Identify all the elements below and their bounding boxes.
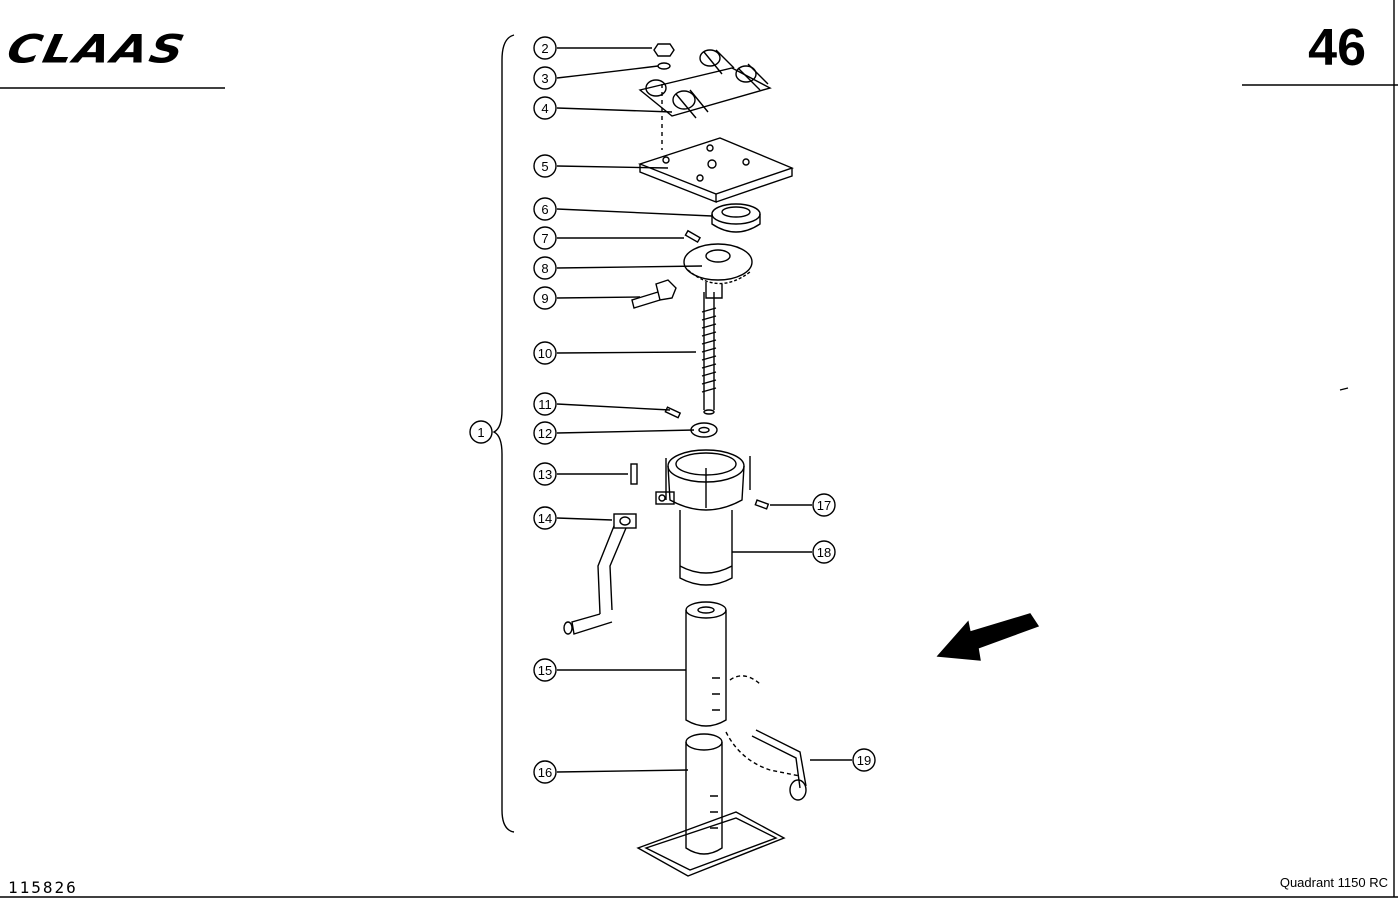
part-bevel-gear (683, 243, 753, 299)
svg-text:1: 1 (477, 425, 484, 440)
callout-10: 10 (533, 341, 557, 365)
svg-text:2: 2 (541, 41, 548, 56)
svg-text:11: 11 (538, 397, 552, 412)
callout-18: 18 (812, 540, 836, 564)
part-bearing (711, 203, 761, 233)
part-grease-nipple (754, 499, 770, 510)
leader-11 (556, 403, 671, 411)
svg-text:9: 9 (541, 291, 548, 306)
assembly-brace (492, 34, 515, 833)
svg-text:10: 10 (538, 346, 552, 361)
leader-12 (556, 429, 695, 434)
callout-8: 8 (533, 256, 557, 280)
svg-text:3: 3 (541, 71, 548, 86)
callout-15: 15 (533, 658, 557, 682)
svg-text:7: 7 (541, 231, 548, 246)
callout-14: 14 (533, 506, 557, 530)
svg-text:13: 13 (538, 467, 552, 482)
page-number: 46 (1308, 19, 1366, 77)
callout-5: 5 (533, 154, 557, 178)
part-inner-tube (685, 601, 727, 727)
leader-10 (556, 351, 697, 354)
svg-text:8: 8 (541, 261, 548, 276)
part-thrust-washer (690, 422, 718, 438)
part-crank-handle (563, 513, 637, 635)
part-outer-tube (636, 733, 786, 877)
part-spindle (701, 292, 717, 415)
part-bolt (631, 279, 677, 309)
callout-17: 17 (812, 493, 836, 517)
leader-3 (556, 65, 659, 79)
part-stud (630, 463, 638, 485)
svg-text:4: 4 (541, 101, 548, 116)
leader-4 (556, 107, 673, 113)
part-locking-pin (751, 729, 807, 801)
callout-13: 13 (533, 462, 557, 486)
svg-text:14: 14 (538, 511, 552, 526)
svg-text:18: 18 (817, 545, 831, 560)
callout-12: 12 (533, 421, 557, 445)
callout-3: 3 (533, 66, 557, 90)
callout-16: 16 (533, 760, 557, 784)
callouts: 1 2 3 4 5 6 7 8 9 10 11 12 13 14 15 16 1… (469, 36, 876, 784)
model-name: Quadrant 1150 RC (1279, 875, 1388, 890)
callout-7: 7 (533, 226, 557, 250)
leader-9 (556, 296, 641, 299)
direction-arrow (936, 613, 1040, 661)
part-housing (655, 449, 751, 586)
leader-14 (556, 517, 613, 521)
svg-text:17: 17 (817, 498, 831, 513)
part-mount-plate (637, 137, 794, 204)
leader-8 (556, 265, 703, 269)
callout-6: 6 (533, 197, 557, 221)
part-roller-bracket (638, 49, 772, 119)
callout-1: 1 (469, 420, 493, 444)
callout-19: 19 (852, 748, 876, 772)
part-chain (725, 675, 801, 777)
callout-4: 4 (533, 96, 557, 120)
svg-text:19: 19 (857, 753, 871, 768)
svg-text:6: 6 (541, 202, 548, 217)
callout-9: 9 (533, 286, 557, 310)
svg-text:15: 15 (538, 663, 552, 678)
callout-2: 2 (533, 36, 557, 60)
leader-5 (556, 165, 669, 169)
part-washer (657, 62, 671, 70)
part-number: 115826 (8, 878, 78, 897)
callout-11: 11 (533, 392, 557, 416)
leader-16 (556, 769, 689, 773)
svg-text:16: 16 (538, 765, 552, 780)
part-pin (664, 406, 682, 419)
part-nut (653, 43, 675, 57)
leader-6 (556, 208, 713, 217)
part-key (684, 229, 702, 244)
svg-text:12: 12 (538, 426, 552, 441)
svg-text:5: 5 (541, 159, 548, 174)
